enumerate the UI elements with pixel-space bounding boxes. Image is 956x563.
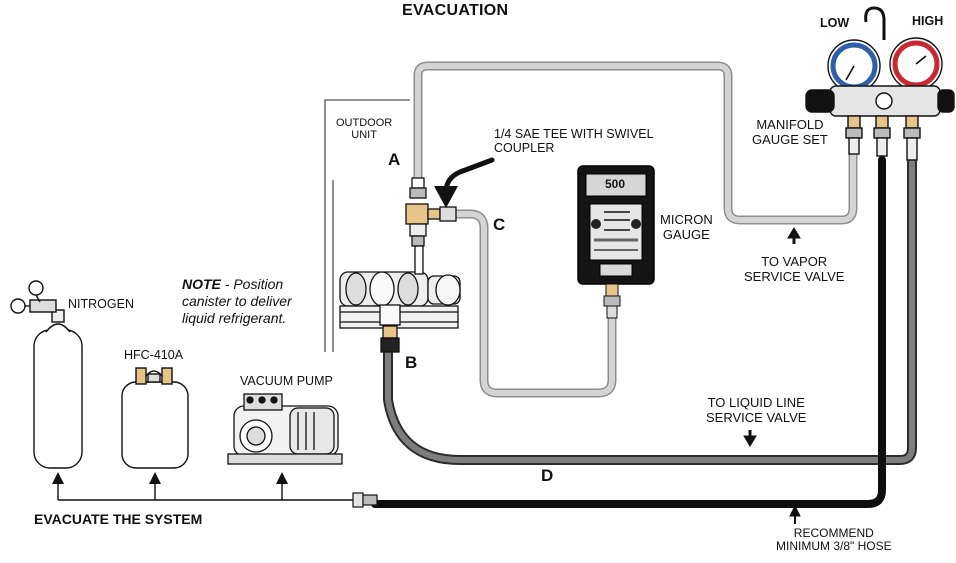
outdoor-unit-label: OUTDOOR UNIT	[336, 117, 393, 142]
service-valve-assembly	[339, 177, 461, 353]
liquid-hose	[383, 157, 917, 465]
point-a-label: A	[388, 150, 401, 169]
manifold-gauge-set	[805, 6, 955, 161]
vapor-hose	[413, 61, 858, 225]
point-c-label: C	[493, 215, 506, 234]
vacuum-pump-label: VACUUM PUMP	[240, 374, 333, 388]
micron-gauge-device	[577, 165, 655, 319]
hose-coupler	[352, 492, 378, 508]
low-gauge-label: LOW	[820, 16, 850, 30]
note-body: - Position canister to deliver liquid re…	[182, 276, 292, 327]
manifold-label: MANIFOLD GAUGE SET	[752, 117, 828, 147]
supply-line	[57, 478, 358, 501]
evacuate-label: EVACUATE THE SYSTEM	[34, 511, 203, 527]
diagram-title: EVACUATION	[402, 2, 509, 19]
high-gauge-label: HIGH	[912, 14, 944, 28]
supply-arrows	[52, 472, 288, 484]
refrigerant-canister	[121, 367, 189, 469]
note-text: NOTE - Position canister to deliver liqu…	[182, 276, 292, 327]
point-b-label: B	[405, 353, 418, 372]
micron-gauge-label: MICRON GAUGE	[660, 212, 713, 242]
hfc-label: HFC-410A	[124, 348, 184, 362]
micron-reading: 500	[605, 177, 626, 191]
tee-label: 1/4 SAE TEE WITH SWIVEL COUPLER	[494, 127, 654, 155]
to-vapor-label: TO VAPOR SERVICE VALVE	[744, 254, 845, 284]
direction-arrows	[743, 227, 801, 524]
nitrogen-label: NITROGEN	[68, 297, 134, 311]
recommend-label: RECOMMEND MINIMUM 3/8" HOSE	[776, 526, 892, 554]
outdoor-unit-outline	[324, 99, 410, 352]
to-liquid-label: TO LIQUID LINE SERVICE VALVE	[706, 395, 807, 425]
vacuum-pump-device	[227, 393, 343, 465]
nitrogen-cylinder	[10, 280, 83, 469]
point-d-label: D	[541, 466, 554, 485]
micron-hose	[451, 209, 617, 398]
tee-arrow	[434, 157, 495, 208]
note-bold: NOTE	[182, 276, 221, 292]
center-hose	[371, 156, 886, 508]
